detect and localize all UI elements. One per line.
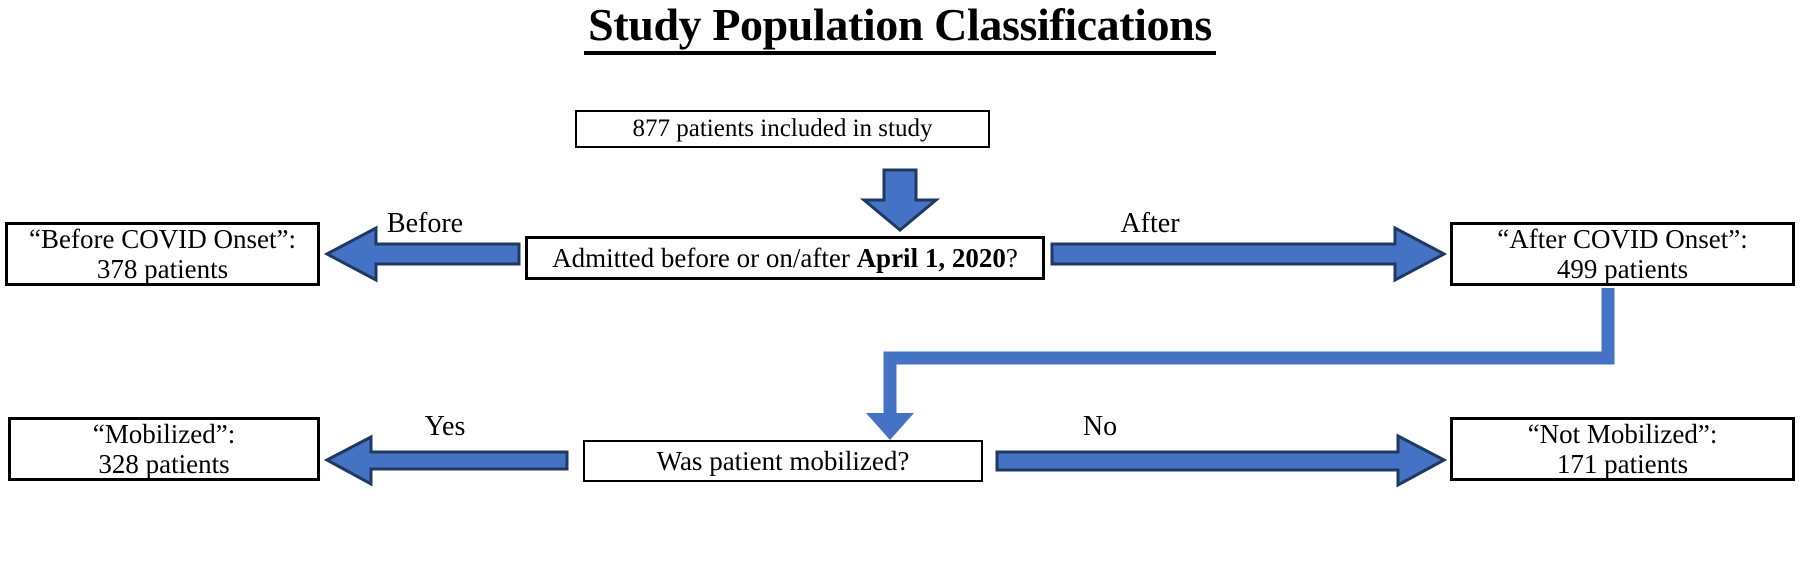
node-mobilized-line1: “Mobilized”: bbox=[92, 418, 236, 449]
node-total-patients: 877 patients included in study bbox=[575, 110, 990, 148]
node-not-mobilized-line1: “Not Mobilized”: bbox=[1527, 418, 1718, 449]
decision1-suffix: ? bbox=[1005, 242, 1018, 273]
node-after-covid-onset: “After COVID Onset”: 499 patients bbox=[1450, 222, 1795, 286]
node-before-covid-onset-line1: “Before COVID Onset”: bbox=[29, 223, 296, 254]
node-after-covid-onset-line2: 499 patients bbox=[1556, 254, 1689, 284]
node-decision-mobilized: Was patient mobilized? bbox=[583, 440, 983, 482]
node-decision-mobilized-text: Was patient mobilized? bbox=[656, 445, 910, 476]
node-before-covid-onset-line2: 378 patients bbox=[96, 254, 229, 284]
arrow-decision2-to-notmobilized bbox=[995, 433, 1448, 488]
node-before-covid-onset: “Before COVID Onset”: 378 patients bbox=[5, 222, 320, 286]
node-decision-admission-date-text: Admitted before or on/after April 1, 202… bbox=[552, 243, 1018, 273]
arrow-decision2-to-mobilized bbox=[323, 434, 569, 487]
page-title: Study Population Classifications bbox=[0, 0, 1800, 56]
arrowhead-after-to-decision2 bbox=[866, 413, 914, 440]
node-not-mobilized: “Not Mobilized”: 171 patients bbox=[1450, 417, 1795, 481]
node-after-covid-onset-line1: “After COVID Onset”: bbox=[1497, 223, 1748, 254]
edge-label-yes: Yes bbox=[424, 411, 466, 442]
node-mobilized: “Mobilized”: 328 patients bbox=[8, 417, 320, 481]
connector-after-to-decision2 bbox=[883, 288, 1615, 415]
node-mobilized-line2: 328 patients bbox=[98, 449, 230, 479]
page-title-text: Study Population Classifications bbox=[584, 0, 1216, 56]
node-decision-admission-date: Admitted before or on/after April 1, 202… bbox=[525, 236, 1045, 280]
node-total-patients-text: 877 patients included in study bbox=[632, 115, 933, 142]
arrow-decision1-to-after bbox=[1050, 225, 1448, 283]
edge-label-before: Before bbox=[386, 208, 464, 239]
decision1-prefix: Admitted before or on/after bbox=[552, 242, 857, 273]
arrow-total-to-decision1 bbox=[859, 168, 941, 232]
edge-label-after: After bbox=[1120, 208, 1180, 239]
decision1-date: April 1, 2020 bbox=[856, 242, 1006, 273]
arrow-decision1-to-before bbox=[323, 225, 521, 283]
edge-label-no: No bbox=[1082, 411, 1118, 442]
node-not-mobilized-line2: 171 patients bbox=[1556, 449, 1689, 479]
